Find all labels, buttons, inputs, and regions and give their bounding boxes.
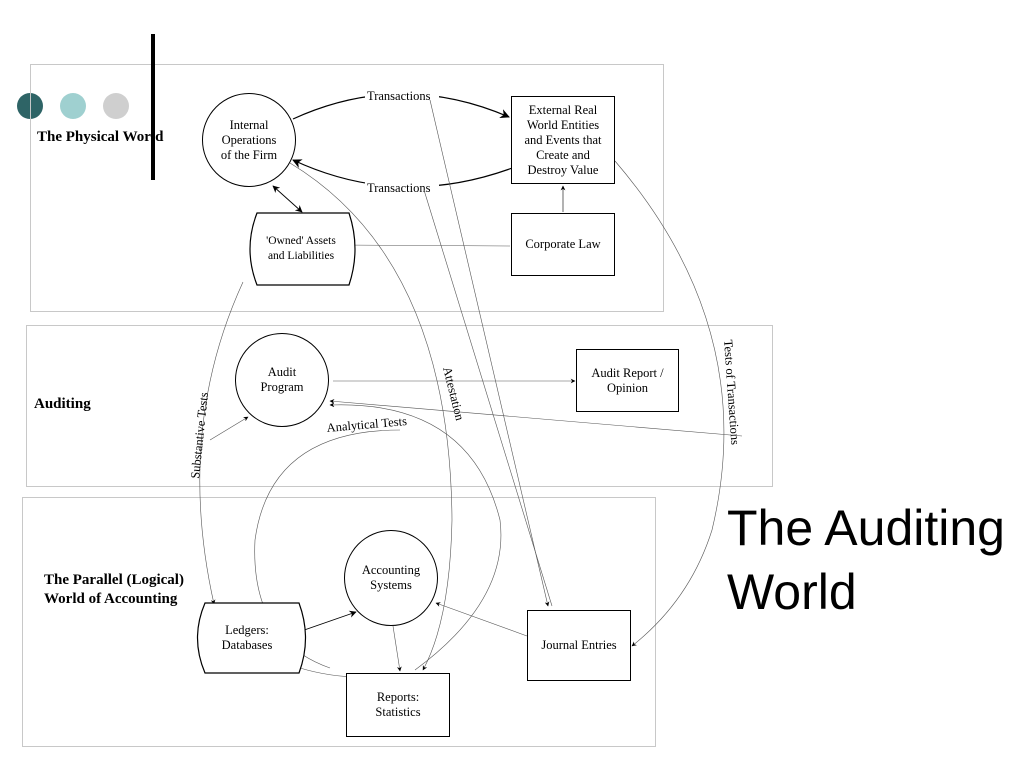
logical-world-panel bbox=[22, 497, 656, 747]
audit-program-node: Audit Program bbox=[235, 333, 329, 427]
ledgers-node: Ledgers: Databases bbox=[221, 623, 273, 652]
external-entities-node: External Real World Entities and Events … bbox=[511, 96, 615, 184]
journal-accounting-arrow bbox=[435, 602, 528, 637]
transactions-to-journal-1 bbox=[429, 99, 550, 607]
analytical-tests-label: Analytical Tests bbox=[326, 414, 408, 435]
audit-report-node: Audit Report / Opinion bbox=[576, 349, 679, 412]
reports-statistics-node: Reports: Statistics bbox=[346, 673, 450, 737]
law-assets-arrow bbox=[338, 242, 511, 248]
accounting-systems-node: Accounting Systems bbox=[344, 530, 438, 626]
auditing-panel bbox=[26, 325, 773, 487]
physical-world-label: The Physical World bbox=[37, 129, 164, 145]
owned-assets-node: 'Owned' Assets and Liabilities bbox=[266, 235, 336, 262]
accent-dot-gray bbox=[103, 93, 129, 119]
vertical-divider-bar bbox=[151, 34, 155, 180]
logical-world-label: The Parallel (Logical) World of Accounti… bbox=[44, 572, 184, 607]
ledgers-shape bbox=[196, 602, 307, 674]
tests-of-transactions-arrow bbox=[614, 160, 725, 647]
substantive-tests-arrow bbox=[199, 281, 244, 605]
physical-world-panel bbox=[30, 64, 664, 312]
auditing-label: Auditing bbox=[34, 396, 91, 412]
owned-assets-shape bbox=[249, 212, 356, 286]
substantive-tests-label: Substantive Tests bbox=[188, 391, 211, 479]
analytical-tests-arrow bbox=[329, 402, 502, 671]
transactions-to-journal-2 bbox=[423, 189, 553, 607]
transactions-bottom-label: Transactions bbox=[367, 181, 431, 195]
slide-title: The Auditing World bbox=[727, 500, 1005, 620]
attestation-arrow bbox=[289, 162, 453, 671]
substantive-to-audit-arrow bbox=[209, 416, 249, 441]
accounting-reports-arrow bbox=[392, 625, 402, 672]
transactions-top-label: Transactions bbox=[367, 89, 431, 103]
corporate-law-node: Corporate Law bbox=[511, 213, 615, 276]
journal-entries-node: Journal Entries bbox=[527, 610, 631, 681]
internal-operations-node: Internal Operations of the Firm bbox=[202, 93, 296, 187]
attestation-label: Attestation bbox=[440, 365, 467, 422]
accent-dot-teal bbox=[60, 93, 86, 119]
ops-assets-arrow bbox=[272, 185, 303, 213]
tests-to-audit-arrow bbox=[329, 398, 743, 437]
